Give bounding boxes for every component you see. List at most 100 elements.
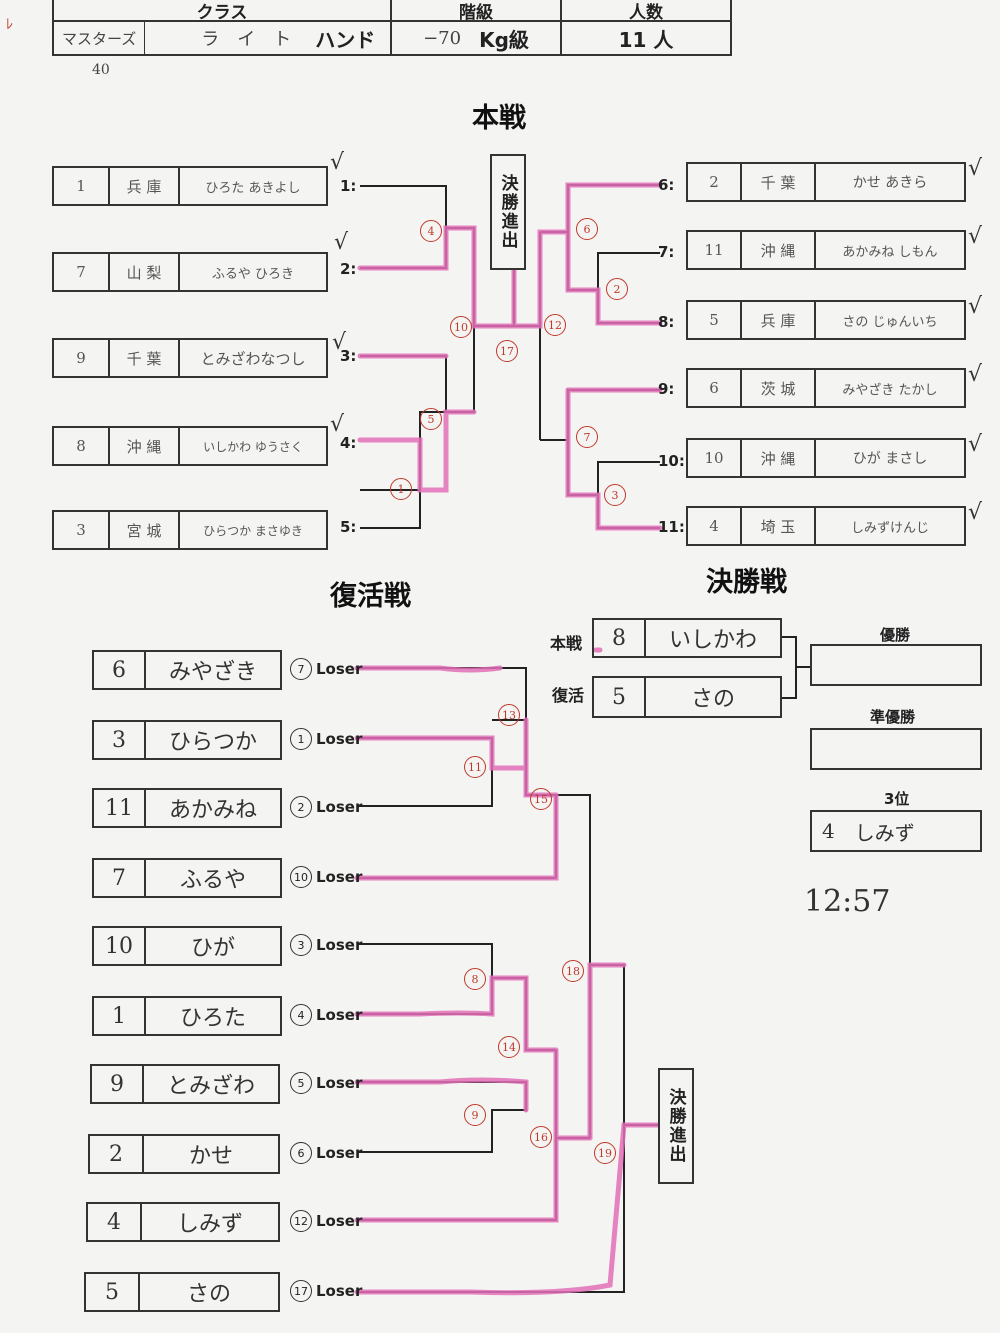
entry-slot-4: 8 沖 縄 いしかわ ゆうさく [52,426,328,466]
rep-entry: 10 ひが [92,926,282,966]
rep-entry: 3 ひらつか [92,720,282,760]
entry-prefecture: 埼 玉 [742,508,816,544]
match-number: 5 [420,408,442,430]
match-number: 13 [498,704,520,726]
entry-prefecture: 兵 庫 [742,302,816,338]
entry-number: 3 [54,512,110,548]
loser-text: Loser [316,1006,363,1024]
entry-name: あかみね しもん [842,244,938,260]
check-mark-icon: √ [968,432,983,457]
final-main-label: 本戦 [550,634,583,653]
main-final-advance-box: 決勝進出 [490,154,526,270]
entry-number: 7 [54,254,110,290]
match-number: 4 [420,220,442,242]
check-mark-icon: √ [334,230,349,255]
rep-name: ふるや [179,868,246,893]
match-number: 17 [496,340,518,362]
rep-number: 5 [86,1274,140,1310]
rep-entry: 11 あかみね [92,788,282,828]
rep-entry: 7 ふるや [92,858,282,898]
rep-entry: 2 かせ [88,1134,280,1174]
match-number: 18 [562,960,584,982]
rep-entry: 6 みやざき [92,650,282,690]
match-number: 1 [390,478,412,500]
match-number: 16 [530,1126,552,1148]
match-number: 15 [530,788,552,810]
match-number: 12 [544,314,566,336]
match-number: 2 [606,278,628,300]
rep-entry: 5 さの [84,1272,280,1312]
check-mark-icon: √ [330,412,345,437]
check-mark-icon: √ [332,330,347,355]
entry-prefecture: 沖 縄 [742,440,816,476]
slot-label: 6: [658,176,675,194]
entry-prefecture: 沖 縄 [110,428,180,464]
loser-match-number: 5 [290,1072,312,1094]
corner-mark: ﾚ [6,17,13,33]
rep-name: とみざわ [166,1074,255,1099]
entry-name: かせ あきら [852,175,928,191]
loser-match-number: 4 [290,1004,312,1026]
rep-name: ひが [190,936,235,961]
champion-box [810,644,982,686]
entry-slot-11: 4 埼 玉 しみずけんじ [686,506,966,546]
rep-number: 1 [94,998,146,1034]
entry-name: いしかわ ゆうさく [203,439,303,454]
rep-name: ひろた [179,1006,246,1031]
entry-prefecture: 兵 庫 [110,168,180,204]
grade-field: −70 Kg級 [390,20,562,56]
entry-slot-7: 11 沖 縄 あかみね しもん [686,230,966,270]
loser-match-number: 7 [290,658,312,680]
final-rep-number: 5 [594,678,646,716]
loser-match-number: 3 [290,934,312,956]
slot-label: 5: [340,518,357,536]
loser-text: Loser [316,1212,363,1230]
entry-number: 1 [54,168,110,204]
class-light: ライト [201,29,310,50]
age-note: 40 [92,62,110,78]
rep-name: みやざき [168,660,257,685]
check-mark-icon: √ [968,362,983,387]
entry-slot-8: 5 兵 庫 さの じゅんいち [686,300,966,340]
entry-prefecture: 千 葉 [742,164,816,200]
match-number: 8 [464,968,486,990]
entry-slot-6: 2 千 葉 かせ あきら [686,162,966,202]
entry-slot-9: 6 茨 城 みやざき たかし [686,368,966,408]
loser-text: Loser [316,730,363,748]
check-mark-icon: √ [968,500,983,525]
third-name: しみず [854,820,915,845]
entry-number: 11 [688,232,742,268]
final-rep-name: さの [690,687,735,712]
entry-slot-10: 10 沖 縄 ひが まさし [686,438,966,478]
final-rep-entry: 5 さの [592,676,782,718]
slot-label: 2: [340,260,357,278]
class-masters: マスターズ [54,22,146,54]
entry-name: しみずけんじ [850,520,929,536]
class-hand: ハンド [315,27,376,52]
entry-number: 5 [688,302,742,338]
rep-entry: 9 とみざわ [90,1064,280,1104]
entry-name: ひろた あきよし [205,180,301,196]
entry-prefecture: 千 葉 [110,340,180,376]
loser-text: Loser [316,798,363,816]
champion-label: 優勝 [880,626,911,644]
rep-entry: 4 しみず [86,1202,280,1242]
check-mark-icon: √ [968,156,983,181]
class-field: マスターズ ライト ハンド [52,20,392,56]
entry-slot-1: 1 兵 庫 ひろた あきよし [52,166,328,206]
loser-text: Loser [316,868,363,886]
third-box: 4 しみず [810,810,982,852]
entry-number: 4 [688,508,742,544]
repechage-title: 復活戦 [330,581,411,612]
final-rep-label: 復活 [552,686,585,705]
rep-number: 11 [94,790,146,826]
rep-name: ひらつか [168,730,257,755]
slot-label: 4: [340,434,357,452]
rep-number: 4 [88,1204,142,1240]
third-label: 3位 [884,790,910,808]
